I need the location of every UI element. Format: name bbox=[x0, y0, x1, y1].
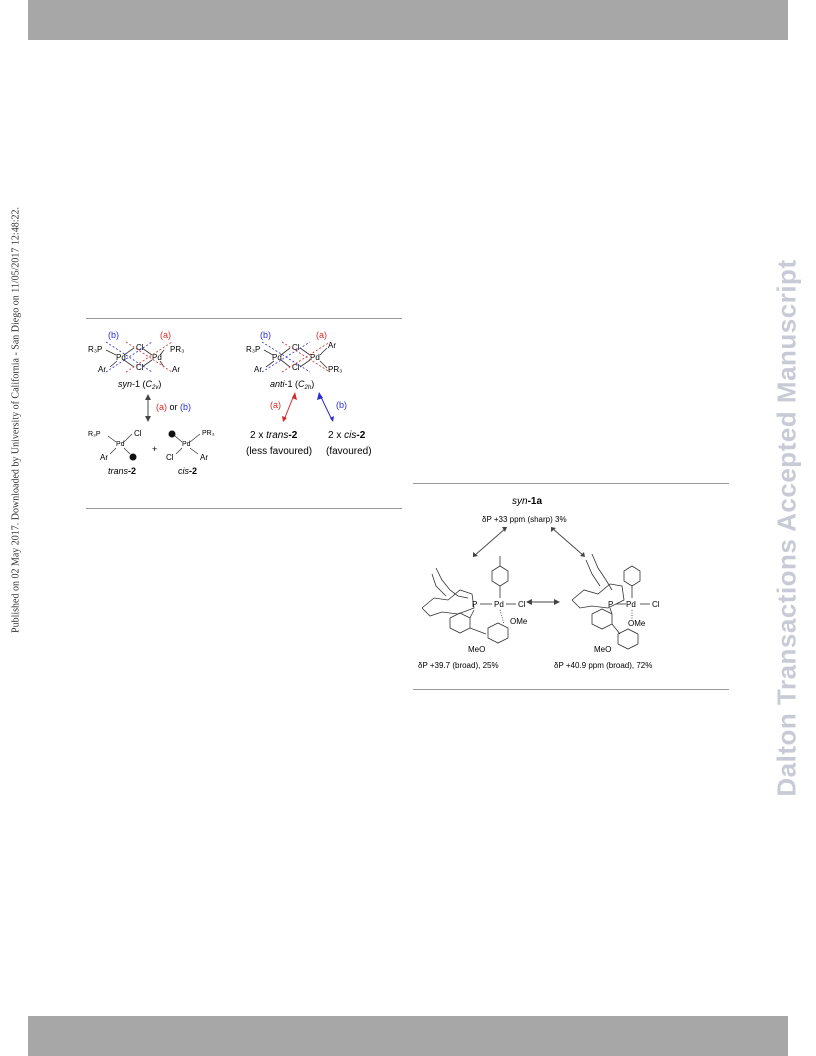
syn-label-b: (b) bbox=[108, 330, 119, 340]
trans-metal: Pd bbox=[116, 441, 125, 448]
syn-left-group: R₃P bbox=[88, 345, 102, 354]
right-isomer: P Pd Cl OMe MeO δP +40.9 ppm (broad), 72… bbox=[554, 553, 660, 670]
trans-ar: Ar bbox=[100, 453, 108, 462]
anti-pathways: (a) (b) 2 x trans-2 2 x cis-2 (less favo… bbox=[246, 392, 372, 457]
syn-bridge-bottom: Cl bbox=[136, 363, 144, 372]
syn-ar-right: Ar bbox=[172, 365, 180, 374]
scheme2-figure: syn-1a δP +33 ppm (sharp) 3% P Pd Cl OMe… bbox=[418, 496, 660, 670]
anti-dimer: (b) (a) R₃P Ar PR₃ Pd Pd Cl Cl Ar anti-1… bbox=[246, 330, 342, 391]
left-isomer: P Pd Cl OMe MeO δP +39.7 (broad), 25% bbox=[418, 556, 528, 670]
scheme2-top-shift: δP +33 ppm (sharp) 3% bbox=[482, 515, 567, 524]
trans-group: R₃P bbox=[88, 431, 101, 438]
scheme2-bottom-rule bbox=[413, 689, 729, 690]
anti-label-b: (b) bbox=[260, 330, 271, 340]
left-cl: Cl bbox=[518, 600, 526, 609]
product-cis: 2 x cis-2 bbox=[328, 430, 366, 441]
right-ome: OMe bbox=[628, 619, 646, 628]
trans-monomer: R₃P Pd Cl Ar trans-2 bbox=[88, 429, 142, 476]
left-meo: MeO bbox=[468, 645, 485, 654]
product-trans-note: (less favoured) bbox=[246, 446, 312, 457]
right-pd: Pd bbox=[626, 600, 636, 609]
anti-right-top: Ar bbox=[328, 341, 336, 350]
scheme1-figure: (b) (a) R₃P PR₃ Pd Pd Cl Cl Ar Ar syn-1 … bbox=[88, 330, 372, 476]
right-meo: MeO bbox=[594, 645, 611, 654]
left-shift: δP +39.7 (broad), 25% bbox=[418, 661, 499, 670]
scheme2-top-rule bbox=[413, 483, 729, 484]
manuscript-watermark-text: Dalton Transactions Accepted Manuscript bbox=[771, 259, 802, 797]
plus-sign: + bbox=[152, 444, 157, 454]
right-shift: δP +40.9 ppm (broad), 72% bbox=[554, 661, 652, 670]
scheme1-bottom-rule bbox=[86, 508, 402, 509]
syn-ar-left: Ar bbox=[98, 365, 106, 374]
trans-caption: trans-2 bbox=[108, 466, 136, 476]
syn-dimer: (b) (a) R₃P PR₃ Pd Pd Cl Cl Ar Ar syn-1 … bbox=[88, 330, 184, 391]
cis-metal: Pd bbox=[182, 441, 191, 448]
cis-caption: cis-2 bbox=[178, 466, 197, 476]
left-ome: OMe bbox=[510, 617, 528, 626]
anti-label-a: (a) bbox=[316, 330, 327, 340]
right-p: P bbox=[608, 600, 613, 609]
syn-label-a: (a) bbox=[160, 330, 171, 340]
syn-caption: syn-1 (C2v) bbox=[118, 379, 161, 391]
anti-metal-left: Pd bbox=[272, 353, 282, 362]
download-notice-text: Published on 02 May 2017. Downloaded by … bbox=[10, 207, 22, 633]
trans-cl: Cl bbox=[134, 429, 142, 438]
anti-right-bottom: PR₃ bbox=[328, 365, 342, 374]
left-pd: Pd bbox=[494, 600, 504, 609]
anti-arrow-b-label: (b) bbox=[336, 400, 347, 410]
syn-metal-right: Pd bbox=[152, 353, 162, 362]
anti-left-group: R₃P bbox=[246, 345, 260, 354]
anti-bridge-bottom: Cl bbox=[292, 363, 300, 372]
cis-ar: Ar bbox=[200, 453, 208, 462]
cis-group: PR₃ bbox=[202, 430, 215, 437]
footer-bar bbox=[28, 1016, 788, 1056]
equilibrium-arrow: (a) or (b) bbox=[145, 394, 191, 422]
scheme2-title: syn-1a bbox=[512, 496, 542, 507]
cis-monomer: PR₃ Pd Cl Ar cis-2 bbox=[166, 430, 215, 476]
equilibrium-label: (a) or (b) bbox=[156, 402, 191, 412]
product-trans: 2 x trans-2 bbox=[250, 430, 298, 441]
syn-metal-left: Pd bbox=[116, 353, 126, 362]
anti-caption: anti-1 (C2h) bbox=[270, 379, 314, 391]
anti-arrow-a-label: (a) bbox=[270, 400, 281, 410]
anti-ar-left: Ar bbox=[254, 365, 262, 374]
product-cis-note: (favoured) bbox=[326, 446, 372, 457]
cis-cl: Cl bbox=[166, 453, 174, 462]
syn-bridge-top: Cl bbox=[136, 343, 144, 352]
anti-metal-right: Pd bbox=[310, 353, 320, 362]
anti-bridge-top: Cl bbox=[292, 343, 300, 352]
syn-right-group: PR₃ bbox=[170, 345, 184, 354]
scheme1-top-rule bbox=[86, 318, 402, 319]
header-bar bbox=[28, 0, 788, 40]
right-cl: Cl bbox=[652, 600, 660, 609]
left-p: P bbox=[472, 600, 477, 609]
